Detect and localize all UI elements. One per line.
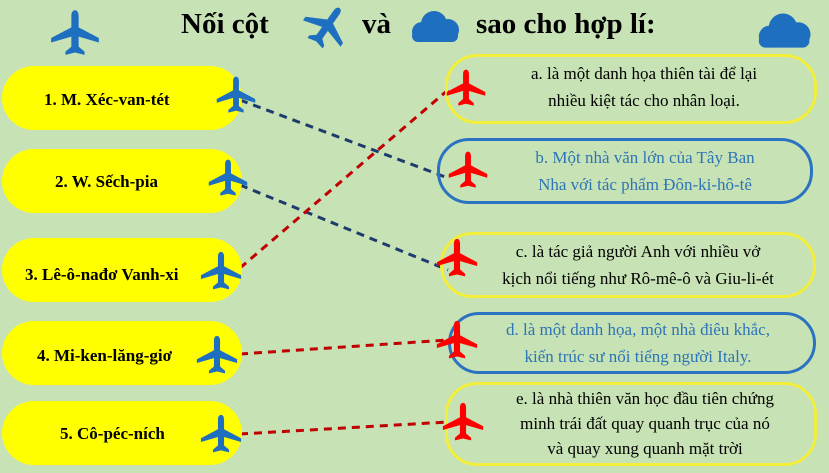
right-item-a[interactable]	[445, 54, 817, 124]
connection-line	[239, 338, 449, 356]
right-item-text: d. là một danh họa, một nhà điêu khắc, k…	[506, 320, 770, 366]
right-item-text: b. Một nhà văn lớn của Tây Ban Nha với t…	[535, 148, 755, 194]
right-item-text: c. là tác giả người Anh với nhiều vở kịc…	[502, 242, 774, 288]
blue-plane-icon[interactable]	[198, 413, 244, 455]
blue-plane-icon[interactable]	[206, 157, 250, 199]
connection-line	[239, 420, 449, 436]
connection-line	[239, 183, 449, 272]
connection-line	[239, 88, 449, 270]
left-item-label: 2. W. Sếch-pia	[55, 172, 158, 191]
red-plane-icon[interactable]	[446, 148, 490, 192]
right-item-b[interactable]	[437, 138, 813, 204]
left-item-4[interactable]	[2, 321, 242, 385]
connection-line	[239, 98, 449, 180]
right-item-text: e. là nhà thiên văn học đầu tiên chứng m…	[516, 389, 774, 458]
red-plane-icon[interactable]	[434, 236, 480, 280]
left-item-label: 1. M. Xéc-van-tét	[44, 90, 170, 109]
left-item-label: 4. Mi-ken-lăng-giơ	[37, 346, 173, 365]
left-item-2[interactable]	[2, 149, 242, 213]
blue-plane-icon[interactable]	[214, 74, 258, 116]
blue-plane-icon[interactable]	[198, 250, 244, 292]
blue-plane-icon[interactable]	[194, 333, 240, 377]
red-plane-icon[interactable]	[440, 400, 486, 444]
title-part-1: Nối cột	[181, 8, 269, 40]
left-item-label: 5. Cô-péc-ních	[60, 424, 165, 443]
right-item-e[interactable]	[445, 382, 817, 466]
right-item-c[interactable]	[440, 232, 816, 298]
left-item-label: 3. Lê-ô-nađơ Vanh-xi	[25, 265, 179, 284]
title-part-3: sao cho hợp lí:	[476, 8, 656, 40]
left-item-3[interactable]	[2, 238, 242, 302]
left-item-5[interactable]	[2, 401, 242, 465]
red-plane-icon[interactable]	[444, 66, 488, 110]
title-part-2: và	[362, 8, 391, 40]
left-item-1[interactable]	[2, 66, 242, 130]
right-item-text: a. là một danh họa thiên tài để lại nhiề…	[530, 64, 758, 110]
red-plane-icon[interactable]	[434, 318, 480, 362]
